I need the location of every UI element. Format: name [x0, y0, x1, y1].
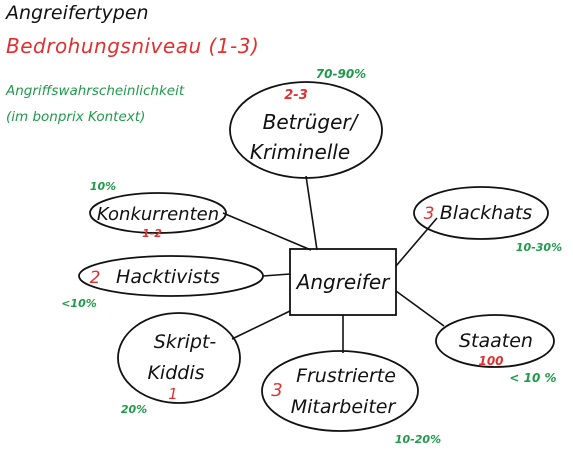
- legend-threat-level: Bedrohungsniveau (1-3): [6, 34, 260, 58]
- node-blackhats-probability: 10-30%: [516, 241, 562, 254]
- center-label: Angreifer: [295, 270, 391, 294]
- node-skriptkiddis-line1: Skript-: [154, 331, 217, 353]
- node-skriptkiddis-line2: Kiddis: [147, 362, 204, 384]
- legend-probability-line2: (im bonprix Kontext): [6, 109, 146, 125]
- connector-hacktivists: [262, 273, 291, 277]
- node-frustrierte-line1: Frustrierte: [296, 365, 396, 387]
- legend-title: Angreifertypen: [6, 2, 149, 24]
- node-frustrierte-probability: 10-20%: [395, 433, 441, 446]
- node-staaten: [435, 314, 555, 368]
- node-frustrierte: [261, 350, 419, 432]
- node-hacktivists-label: Hacktivists: [116, 266, 220, 288]
- connector-betrueger: [305, 175, 318, 251]
- node-frustrierte-threat: 3: [271, 380, 282, 401]
- connector-blackhats: [395, 217, 438, 267]
- node-blackhats-threat: 3: [424, 204, 435, 224]
- center-box: [289, 248, 397, 316]
- connector-konkurrenten: [222, 212, 312, 251]
- node-betrueger-threat: 2-3: [284, 88, 308, 103]
- legend-probability-line1: Angriffswahrscheinlichkeit: [6, 83, 185, 99]
- legend-probability: Angriffswahrscheinlichkeit (im bonprix K…: [6, 78, 184, 130]
- node-betrueger-probability: 70-90%: [316, 67, 366, 81]
- node-konkurrenten-threat: 1-2: [142, 227, 162, 240]
- node-betrueger-line1: Betrüger/: [263, 110, 360, 134]
- node-blackhats: [413, 186, 549, 240]
- node-skriptkiddis-probability: 20%: [121, 403, 147, 416]
- node-betrueger: [229, 81, 383, 179]
- node-hacktivists: [78, 255, 264, 297]
- node-konkurrenten-probability: 10%: [90, 180, 116, 193]
- node-hacktivists-probability: <10%: [61, 297, 97, 310]
- node-blackhats-label: Blackhats: [440, 202, 533, 224]
- node-hacktivists-threat: 2: [90, 268, 101, 288]
- connector-skriptkiddis: [231, 310, 291, 340]
- node-staaten-label: Staaten: [459, 330, 533, 352]
- connector-lines: [222, 175, 445, 353]
- node-konkurrenten-label: Konkurrenten: [97, 204, 219, 225]
- node-skriptkiddis-threat: 1: [168, 385, 178, 403]
- node-betrueger-line2: Kriminelle: [250, 140, 350, 164]
- node-staaten-probability: < 10 %: [509, 371, 556, 385]
- node-staaten-threat: 100: [478, 354, 503, 368]
- node-skriptkiddis: [117, 312, 241, 404]
- node-konkurrenten: [89, 192, 227, 234]
- connector-staaten: [395, 290, 445, 327]
- node-frustrierte-line2: Mitarbeiter: [291, 396, 397, 418]
